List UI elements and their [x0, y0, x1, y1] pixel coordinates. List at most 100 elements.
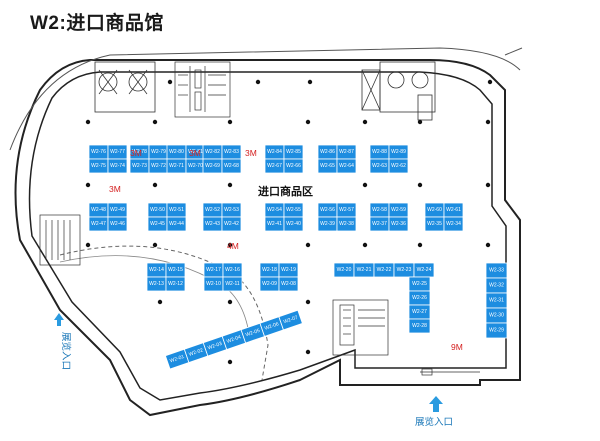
booth-w2-48[interactable]: W2-48 [88, 202, 109, 218]
booth-w2-11[interactable]: W2-11 [222, 276, 243, 292]
booth-w2-88[interactable]: W2-88 [369, 144, 390, 160]
booth-w2-39[interactable]: W2-39 [317, 216, 338, 232]
booth-label: W2-44 [169, 221, 184, 227]
aisle-label: 9M [451, 342, 463, 352]
booth-w2-77[interactable]: W2-77 [107, 144, 128, 160]
booth-w2-80[interactable]: W2-80 [166, 144, 187, 160]
booth-w2-62[interactable]: W2-62 [388, 158, 409, 174]
booth-w2-59[interactable]: W2-59 [388, 202, 409, 218]
booth-w2-66[interactable]: W2-66 [283, 158, 304, 174]
booth-w2-58[interactable]: W2-58 [369, 202, 390, 218]
booth-w2-47[interactable]: W2-47 [88, 216, 109, 232]
booth-label: W2-66 [286, 163, 301, 169]
booth-w2-53[interactable]: W2-53 [221, 202, 242, 218]
booth-w2-44[interactable]: W2-44 [166, 216, 187, 232]
booth-w2-06[interactable]: W2-06 [259, 316, 284, 337]
booth-w2-14[interactable]: W2-14 [146, 262, 167, 278]
booth-w2-43[interactable]: W2-43 [202, 216, 223, 232]
booth-w2-38[interactable]: W2-38 [336, 216, 357, 232]
booth-w2-42[interactable]: W2-42 [221, 216, 242, 232]
booth-w2-46[interactable]: W2-46 [107, 216, 128, 232]
booth-w2-33[interactable]: W2-33 [485, 262, 508, 279]
booth-w2-89[interactable]: W2-89 [388, 144, 409, 160]
booth-w2-16[interactable]: W2-16 [222, 262, 243, 278]
booth-w2-68[interactable]: W2-68 [221, 158, 242, 174]
booth-w2-41[interactable]: W2-41 [264, 216, 285, 232]
booth-w2-15[interactable]: W2-15 [165, 262, 186, 278]
booth-w2-60[interactable]: W2-60 [424, 202, 445, 218]
booth-w2-87[interactable]: W2-87 [336, 144, 357, 160]
booth-w2-51[interactable]: W2-51 [166, 202, 187, 218]
booth-w2-75[interactable]: W2-75 [88, 158, 109, 174]
booth-w2-70[interactable]: W2-70 [185, 158, 206, 174]
booth-w2-10[interactable]: W2-10 [203, 276, 224, 292]
booth-w2-18[interactable]: W2-18 [259, 262, 280, 278]
booth-w2-23[interactable]: W2-23 [393, 262, 415, 278]
booth-w2-27[interactable]: W2-27 [408, 304, 431, 320]
booth-w2-40[interactable]: W2-40 [283, 216, 304, 232]
booth-w2-28[interactable]: W2-28 [408, 318, 431, 334]
booth-w2-09[interactable]: W2-09 [259, 276, 280, 292]
booth-w2-49[interactable]: W2-49 [107, 202, 128, 218]
booth-w2-36[interactable]: W2-36 [388, 216, 409, 232]
booth-w2-20[interactable]: W2-20 [333, 262, 355, 278]
booth-w2-55[interactable]: W2-55 [283, 202, 304, 218]
booth-w2-29[interactable]: W2-29 [485, 322, 508, 339]
booth-w2-08[interactable]: W2-08 [278, 276, 299, 292]
booth-w2-34[interactable]: W2-34 [443, 216, 464, 232]
booth-w2-61[interactable]: W2-61 [443, 202, 464, 218]
booth-w2-31[interactable]: W2-31 [485, 292, 508, 309]
booth-w2-35[interactable]: W2-35 [424, 216, 445, 232]
booth-w2-56[interactable]: W2-56 [317, 202, 338, 218]
booth-w2-50[interactable]: W2-50 [147, 202, 168, 218]
booth-w2-24[interactable]: W2-24 [413, 262, 435, 278]
booth-w2-57[interactable]: W2-57 [336, 202, 357, 218]
booth-w2-54[interactable]: W2-54 [264, 202, 285, 218]
booth-w2-37[interactable]: W2-37 [369, 216, 390, 232]
booth-w2-72[interactable]: W2-72 [148, 158, 169, 174]
booth-w2-30[interactable]: W2-30 [485, 307, 508, 324]
booth-label: W2-49 [110, 207, 125, 213]
booth-w2-76[interactable]: W2-76 [88, 144, 109, 160]
booth-w2-13[interactable]: W2-13 [146, 276, 167, 292]
booth-w2-45[interactable]: W2-45 [147, 216, 168, 232]
booth-w2-17[interactable]: W2-17 [203, 262, 224, 278]
booth-w2-86[interactable]: W2-86 [317, 144, 338, 160]
booth-w2-07[interactable]: W2-07 [278, 309, 303, 331]
booth-label: W2-40 [286, 221, 301, 227]
stairwell-top-left [94, 61, 156, 113]
booth-w2-12[interactable]: W2-12 [165, 276, 186, 292]
booth-label: W2-35 [427, 221, 442, 227]
booth-w2-04[interactable]: W2-04 [221, 329, 247, 350]
booth-w2-69[interactable]: W2-69 [202, 158, 223, 174]
booth-w2-64[interactable]: W2-64 [336, 158, 357, 174]
booth-w2-32[interactable]: W2-32 [485, 277, 508, 294]
booth-w2-52[interactable]: W2-52 [202, 202, 223, 218]
booth-w2-82[interactable]: W2-82 [202, 144, 223, 160]
booth-label: W2-21 [357, 267, 372, 273]
booth-w2-67[interactable]: W2-67 [264, 158, 285, 174]
booth-w2-79[interactable]: W2-79 [148, 144, 169, 160]
booth-w2-84[interactable]: W2-84 [264, 144, 285, 160]
booth-w2-83[interactable]: W2-83 [221, 144, 242, 160]
booth-w2-22[interactable]: W2-22 [373, 262, 395, 278]
booth-label: W2-37 [372, 221, 387, 227]
booth-w2-26[interactable]: W2-26 [408, 290, 431, 306]
booth-w2-25[interactable]: W2-25 [408, 276, 431, 292]
booth-label: W2-58 [372, 207, 387, 213]
booth-w2-71[interactable]: W2-71 [166, 158, 187, 174]
booth-label: W2-06 [264, 321, 280, 332]
booth-w2-63[interactable]: W2-63 [369, 158, 390, 174]
booth-label: W2-67 [267, 163, 282, 169]
booth-w2-73[interactable]: W2-73 [129, 158, 150, 174]
booth-w2-19[interactable]: W2-19 [278, 262, 299, 278]
booth-w2-85[interactable]: W2-85 [283, 144, 304, 160]
booth-w2-74[interactable]: W2-74 [107, 158, 128, 174]
booth-w2-65[interactable]: W2-65 [317, 158, 338, 174]
booth-w2-21[interactable]: W2-21 [353, 262, 375, 278]
